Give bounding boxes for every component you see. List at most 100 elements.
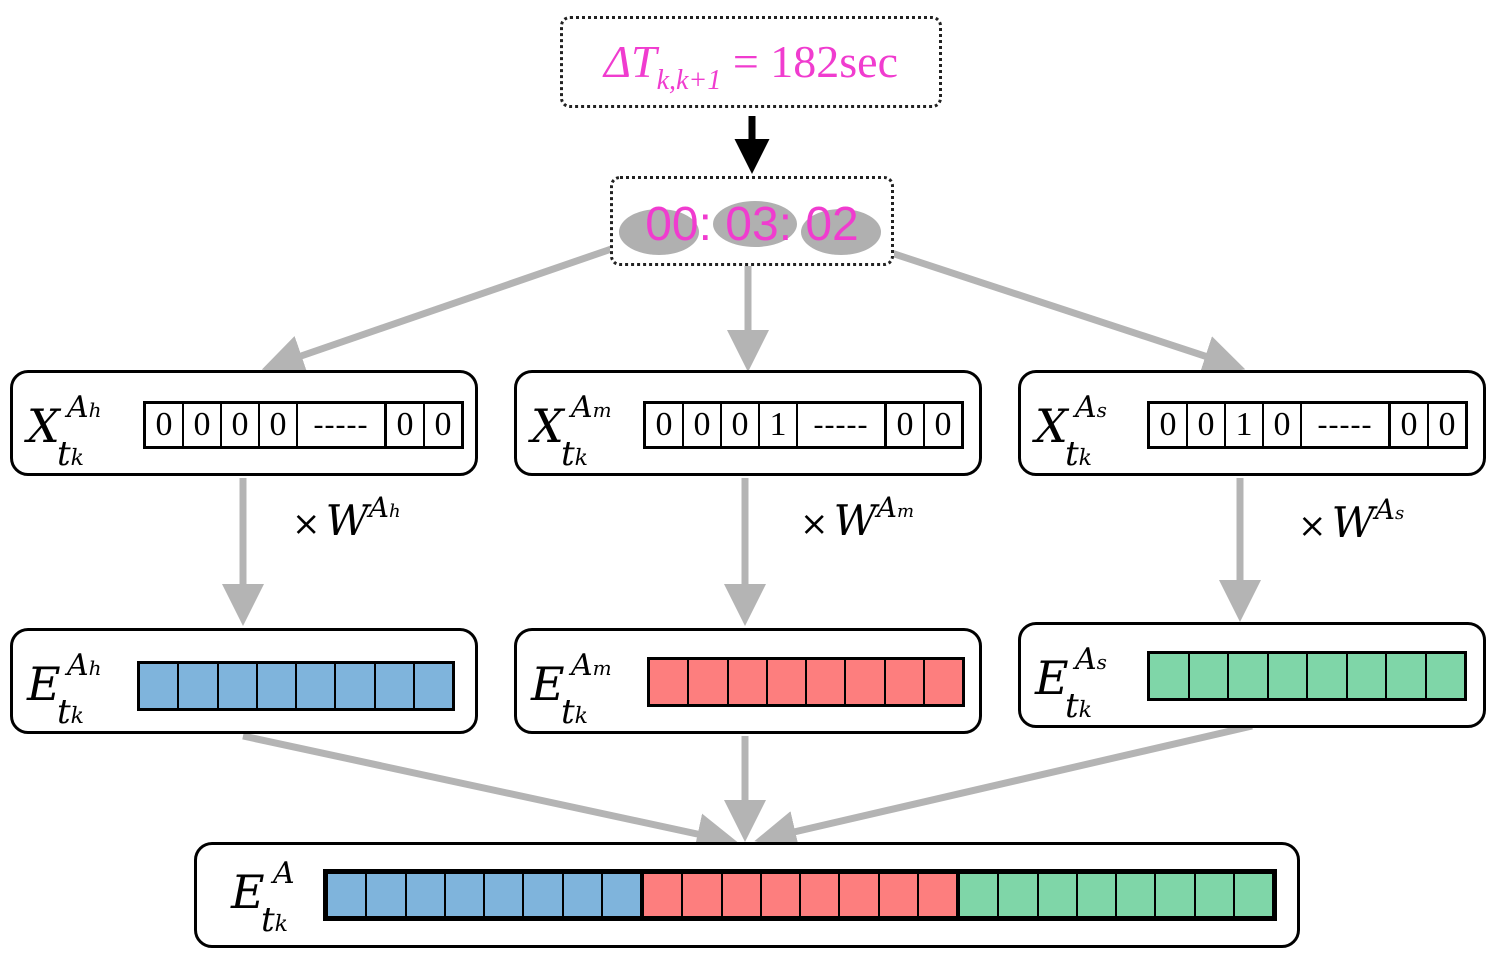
minute-embedding-cell	[689, 660, 729, 704]
vector-ellipsis: -----	[298, 404, 387, 446]
vector-cell: 0	[1188, 404, 1226, 446]
minute-embedding-panel: E Am tk	[514, 628, 982, 734]
minute-embedding-cell	[846, 660, 886, 704]
hour-segment-cell	[485, 874, 525, 916]
hour-segment-cell	[602, 874, 644, 916]
hour-embedding-panel: E Ah tk	[10, 628, 478, 734]
vector-cell: 0	[1391, 404, 1429, 446]
second-weight-label: × WAs	[1298, 493, 1405, 547]
vector-cell: 0	[146, 404, 184, 446]
second-embedding-cell	[1189, 654, 1229, 698]
second-embedding-symbol: E As tk	[1035, 642, 1107, 726]
hour-onehot-panel: X Ah tk 0 0 0 0 ----- 0 0	[10, 370, 478, 476]
hour-segment-cell	[367, 874, 407, 916]
minute-onehot-panel: X Am tk 0 0 0 1 ----- 0 0	[514, 370, 982, 476]
minute-embedding-cell	[728, 660, 768, 704]
hour-embedding-cell	[179, 664, 219, 708]
minute-segment-cell	[761, 874, 801, 916]
minute-blob	[713, 201, 797, 247]
hour-embedding-vector	[137, 661, 455, 711]
minute-embedding-cell	[650, 660, 690, 704]
second-embedding-panel: E As tk	[1018, 622, 1486, 728]
vector-cell: 0	[722, 404, 760, 446]
minute-embedding-vector	[647, 657, 965, 707]
vector-cell: 0	[684, 404, 722, 446]
second-embedding-cell	[1347, 654, 1387, 698]
minute-segment-cell	[879, 874, 919, 916]
delta-value: = 182sec	[732, 36, 899, 87]
second-embedding-cell	[1387, 654, 1427, 698]
second-segment-cell	[1234, 874, 1272, 916]
minute-segment-cell	[722, 874, 762, 916]
vector-cell: 0	[1264, 404, 1302, 446]
minute-embedding-cell	[767, 660, 807, 704]
hour-segment-cell	[563, 874, 603, 916]
minute-weight-label: × WAm	[800, 491, 915, 545]
hour-embedding-cell	[140, 664, 180, 708]
delta-symbol: ΔT	[603, 36, 657, 87]
vector-ellipsis: -----	[1302, 404, 1391, 446]
second-embedding-cell	[1426, 654, 1464, 698]
hour-weight-label: × WAh	[292, 491, 401, 545]
vector-cell: 0	[934, 406, 952, 443]
second-embedding-cell	[1308, 654, 1348, 698]
vector-cell: 1	[1226, 404, 1264, 446]
hour-segment-cell	[406, 874, 446, 916]
hour-embedding-cell	[414, 664, 452, 708]
second-segment-cell	[1195, 874, 1235, 916]
vector-cell: 0	[1438, 406, 1456, 443]
arrow-hour-embed-to-final	[242, 732, 739, 855]
minute-onehot-symbol: X Am tk	[531, 390, 612, 474]
concatenated-embedding-vector	[323, 869, 1277, 921]
hour-embedding-symbol: E Ah tk	[27, 648, 102, 732]
minute-embedding-symbol: E Am tk	[531, 648, 612, 732]
vector-cell: 0	[646, 404, 684, 446]
vector-ellipsis: -----	[798, 404, 887, 446]
hour-segment-cell	[445, 874, 485, 916]
hour-blob	[619, 209, 699, 255]
minute-segment-cell	[918, 874, 960, 916]
minute-embedding-cell	[807, 660, 847, 704]
second-blob	[801, 209, 881, 255]
vector-cell: 1	[760, 404, 798, 446]
hour-onehot-vector: 0 0 0 0 ----- 0 0	[143, 401, 464, 449]
minute-embedding-cell	[924, 660, 962, 704]
second-segment-cell	[1077, 874, 1117, 916]
minute-segment-cell	[683, 874, 723, 916]
vector-cell: 0	[434, 406, 452, 443]
hour-embedding-cell	[218, 664, 258, 708]
hour-onehot-symbol: X Ah tk	[27, 390, 102, 474]
minute-onehot-vector: 0 0 0 1 ----- 0 0	[643, 401, 964, 449]
clock-text: 00: 03: 02	[645, 198, 859, 251]
second-onehot-vector: 0 0 1 0 ----- 0 0	[1147, 401, 1468, 449]
second-onehot-symbol: X As tk	[1035, 390, 1107, 474]
arrow-second-embed-to-final	[754, 722, 1253, 853]
hour-embedding-cell	[297, 664, 337, 708]
final-embedding-panel: E A tk	[194, 842, 1300, 948]
hour-embedding-cell	[336, 664, 376, 708]
second-segment-cell	[1038, 874, 1078, 916]
second-segment-cell	[1156, 874, 1196, 916]
second-onehot-panel: X As tk 0 0 1 0 ----- 0 0	[1018, 370, 1486, 476]
second-embedding-cell	[1229, 654, 1269, 698]
second-segment-cell	[960, 874, 1000, 916]
hour-segment-cell	[524, 874, 564, 916]
vector-cell: 0	[184, 404, 222, 446]
second-embedding-cell	[1268, 654, 1308, 698]
vector-cell: 0	[1150, 404, 1188, 446]
arrow-clock-to-hour	[261, 242, 622, 376]
second-embedding-cell	[1150, 654, 1190, 698]
hour-segment-cell	[328, 874, 368, 916]
second-embedding-vector	[1147, 651, 1467, 701]
clock-box: 00: 03: 02	[610, 176, 894, 266]
final-embedding-symbol: E A tk	[231, 856, 295, 940]
vector-cell: 0	[222, 404, 260, 446]
delta-time-box: ΔTk,k+1 = 182sec	[560, 16, 942, 108]
vector-cell: 0	[887, 404, 925, 446]
hour-embedding-cell	[257, 664, 297, 708]
minute-segment-cell	[801, 874, 841, 916]
minute-segment-cell	[644, 874, 684, 916]
delta-time-label: ΔTk,k+1 = 182sec	[563, 37, 939, 106]
delta-subscript: k,k+1	[656, 65, 722, 96]
